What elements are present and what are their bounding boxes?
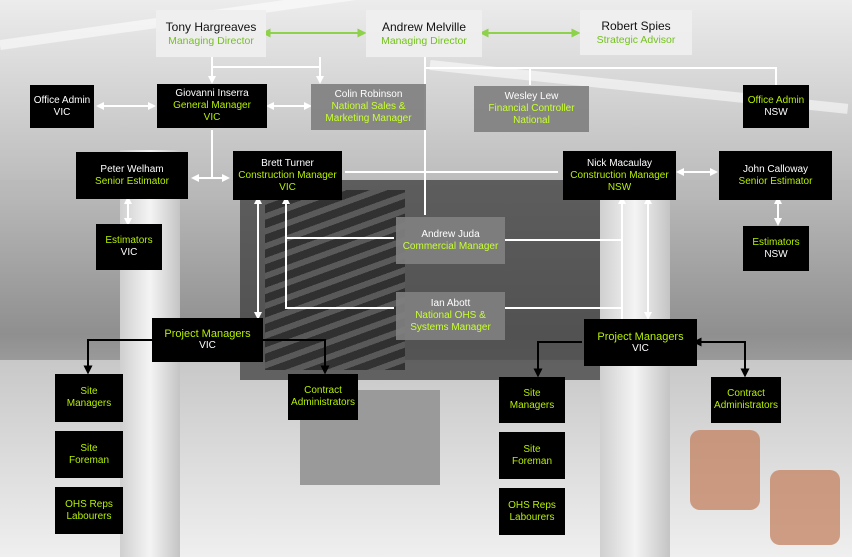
box-label: Contract bbox=[727, 388, 765, 399]
box-label: VIC bbox=[53, 106, 71, 118]
andrew-melville-box: Andrew Melville Managing Director bbox=[366, 10, 482, 57]
person-title: National Sales & bbox=[331, 101, 406, 112]
box-label: Project Managers bbox=[597, 330, 684, 343]
link-brett-juda bbox=[282, 196, 394, 239]
box-label: VIC bbox=[120, 247, 138, 258]
box-label: Estimators bbox=[105, 235, 153, 246]
person-name: Brett Turner bbox=[261, 157, 314, 169]
person-title: Senior Estimator bbox=[95, 175, 169, 187]
person-name: Tony Hargreaves bbox=[165, 19, 257, 34]
person-title: General Manager bbox=[173, 100, 251, 111]
box-label: NSW bbox=[764, 106, 788, 118]
box-label: Managers bbox=[509, 400, 555, 411]
person-name: Andrew Juda bbox=[421, 228, 480, 240]
link-pm-nsw-site bbox=[533, 341, 582, 378]
box-label: NSW bbox=[764, 248, 788, 260]
person-title: Commercial Manager bbox=[402, 240, 499, 252]
person-region: NSW bbox=[607, 181, 632, 193]
link-pm-nsw-contract bbox=[692, 337, 750, 378]
box-label: OHS Reps bbox=[508, 499, 556, 511]
box-label: Project Managers bbox=[164, 328, 251, 340]
box-label: Contract bbox=[304, 385, 342, 396]
person-name: John Calloway bbox=[742, 163, 809, 175]
tony-hargreaves-box: Tony Hargreaves Managing Director bbox=[156, 10, 266, 57]
box-label: Office Admin bbox=[33, 94, 91, 106]
andrew-juda-box: Andrew Juda Commercial Manager bbox=[396, 217, 505, 264]
office-admin-nsw-box: Office Admin NSW bbox=[743, 85, 809, 128]
person-title: Managing Director bbox=[168, 34, 254, 47]
person-name: Peter Welham bbox=[100, 163, 164, 175]
person-name: Ian Abott bbox=[430, 298, 471, 309]
estimators-nsw-box: Estimators NSW bbox=[743, 226, 809, 271]
person-name: Giovanni Inserra bbox=[175, 88, 249, 99]
box-label: Labourers bbox=[66, 510, 112, 522]
box-label: VIC bbox=[199, 340, 216, 351]
brett-turner-box: Brett Turner Construction Manager VIC bbox=[233, 151, 342, 200]
wesley-lew-box: Wesley Lew Financial Controller National bbox=[474, 86, 589, 132]
box-label: Site bbox=[80, 386, 98, 397]
person-title: National OHS & bbox=[415, 310, 486, 321]
box-label: Estimators bbox=[752, 236, 800, 248]
colin-robinson-box: Colin Robinson National Sales & Marketin… bbox=[311, 84, 426, 130]
link-pm-vic-site bbox=[83, 339, 152, 375]
box-label: VIC bbox=[632, 342, 649, 354]
contract-administrators-vic-box: Contract Administrators bbox=[288, 374, 358, 420]
box-label: Labourers bbox=[509, 511, 555, 523]
project-managers-nsw-box: Project Managers VIC bbox=[584, 319, 697, 366]
box-label: Foreman bbox=[68, 454, 109, 466]
person-title: Strategic Advisor bbox=[596, 33, 676, 46]
person-name: Wesley Lew bbox=[504, 91, 559, 102]
box-label: Site bbox=[523, 388, 541, 399]
person-name: Colin Robinson bbox=[334, 89, 403, 100]
person-title: Construction Manager bbox=[238, 169, 337, 181]
box-label: Managers bbox=[66, 398, 112, 409]
person-title: Systems Manager bbox=[410, 322, 491, 333]
site-foreman-nsw-box: Site Foreman bbox=[499, 432, 565, 479]
person-name: Nick Macaulay bbox=[586, 157, 653, 169]
person-title: Financial Controller bbox=[488, 103, 575, 114]
person-title: Senior Estimator bbox=[738, 175, 813, 187]
contract-administrators-nsw-box: Contract Administrators bbox=[711, 377, 781, 423]
person-name: Andrew Melville bbox=[381, 19, 467, 34]
nick-macaulay-box: Nick Macaulay Construction Manager NSW bbox=[563, 151, 676, 200]
link-andrew-nsw-admin bbox=[425, 67, 777, 85]
estimators-vic-box: Estimators VIC bbox=[96, 224, 162, 270]
box-label: Site bbox=[523, 443, 541, 455]
person-title: Marketing Manager bbox=[325, 113, 412, 124]
box-label: Office Admin bbox=[747, 94, 805, 106]
ohs-reps-vic-box: OHS Reps Labourers bbox=[55, 487, 123, 534]
box-label: Administrators bbox=[291, 397, 355, 408]
ohs-reps-nsw-box: OHS Reps Labourers bbox=[499, 488, 565, 535]
john-calloway-box: John Calloway Senior Estimator bbox=[719, 151, 832, 200]
site-managers-nsw-box: Site Managers bbox=[499, 377, 565, 423]
box-label: Site bbox=[80, 442, 98, 454]
project-managers-vic-box: Project Managers VIC bbox=[152, 318, 263, 362]
person-title: Managing Director bbox=[381, 34, 467, 47]
peter-welham-box: Peter Welham Senior Estimator bbox=[76, 152, 188, 199]
giovanni-inserra-box: Giovanni Inserra General Manager VIC bbox=[157, 84, 267, 128]
office-admin-vic-box: Office Admin VIC bbox=[30, 85, 94, 128]
person-name: Robert Spies bbox=[601, 18, 671, 33]
robert-spies-box: Robert Spies Strategic Advisor bbox=[580, 10, 692, 55]
box-label: Administrators bbox=[714, 400, 778, 411]
ian-abott-box: Ian Abott National OHS & Systems Manager bbox=[396, 292, 505, 340]
link-brett-ian bbox=[285, 238, 394, 309]
site-foreman-vic-box: Site Foreman bbox=[55, 431, 123, 478]
person-region: VIC bbox=[279, 181, 296, 193]
box-label: Foreman bbox=[511, 455, 552, 467]
box-label: OHS Reps bbox=[65, 498, 113, 510]
person-region: VIC bbox=[203, 112, 221, 123]
person-title: National bbox=[513, 115, 550, 126]
person-title: Construction Manager bbox=[570, 169, 669, 181]
link-pm-vic-contract bbox=[262, 339, 330, 375]
site-managers-vic-box: Site Managers bbox=[55, 374, 123, 422]
